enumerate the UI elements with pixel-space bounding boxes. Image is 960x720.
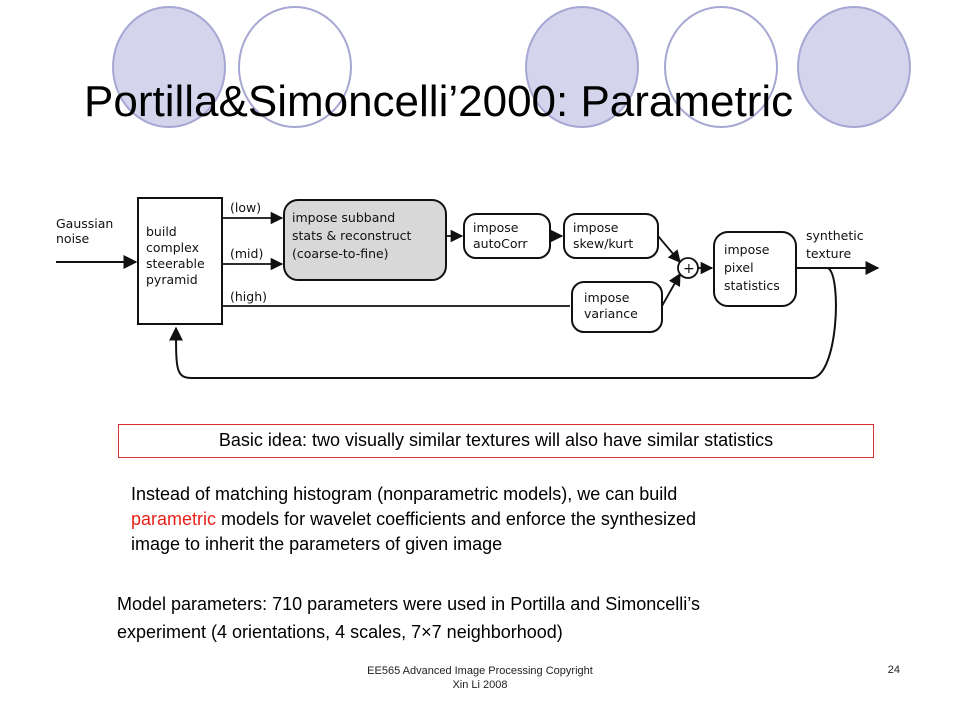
variance-block xyxy=(571,281,663,333)
subband-label: (coarse-to-fine) xyxy=(292,246,389,261)
band-label-low: (low) xyxy=(230,200,261,215)
parametric-highlight: parametric xyxy=(131,509,217,529)
paragraph-line: Instead of matching histogram (nonparame… xyxy=(131,484,678,504)
subband-label: impose subband xyxy=(292,210,395,225)
variance-label: impose xyxy=(584,290,630,305)
skew-kurt-to-sum-line xyxy=(657,235,681,263)
variance-label: variance xyxy=(584,306,638,321)
parametric-models-paragraph: Instead of matching histogram (nonparame… xyxy=(131,482,891,557)
pyramid-label: steerable xyxy=(146,256,205,271)
output-label: synthetic xyxy=(806,228,864,243)
decorative-circle-2 xyxy=(238,6,352,128)
slide-title: Portilla&Simoncelli’2000: Parametric xyxy=(84,77,794,126)
footer-line: Xin Li 2008 xyxy=(452,679,508,691)
pyramid-label: build xyxy=(146,224,177,239)
subband-stats-block xyxy=(283,199,447,281)
skew-kurt-label: skew/kurt xyxy=(573,236,633,251)
decorative-circle-3 xyxy=(525,6,639,128)
paragraph-line: Model parameters: 710 parameters were us… xyxy=(117,594,700,614)
pyramid-block xyxy=(137,197,223,325)
variance-to-sum-line xyxy=(661,272,681,307)
paragraph-line: models for wavelet coefficients and enfo… xyxy=(216,509,696,529)
footer-line: EE565 Advanced Image Processing Copyrigh… xyxy=(367,665,593,677)
pyramid-label: complex xyxy=(146,240,199,255)
band-label-mid: (mid) xyxy=(230,246,263,261)
subband-label: stats & reconstruct xyxy=(292,228,412,243)
band-label-high: (high) xyxy=(230,289,267,304)
sum-symbol: + xyxy=(683,261,695,277)
autocorr-label: impose xyxy=(473,220,519,235)
footer-copyright: EE565 Advanced Image Processing Copyrigh… xyxy=(300,664,660,692)
texture-synthesis-diagram: Gaussian noise build complex steerable p… xyxy=(56,197,880,379)
pixel-statistics-label: impose xyxy=(724,242,770,257)
autocorr-label: autoCorr xyxy=(473,236,528,251)
model-parameters-paragraph: Model parameters: 710 parameters were us… xyxy=(117,590,907,646)
feedback-loop xyxy=(169,267,837,379)
output-label: texture xyxy=(806,246,851,261)
basic-idea-box: Basic idea: two visually similar texture… xyxy=(118,424,874,458)
pixel-statistics-label: statistics xyxy=(724,278,780,293)
decorative-circle-5 xyxy=(797,6,911,128)
page-number: 24 xyxy=(887,664,900,676)
decorative-circle-1 xyxy=(112,6,226,128)
paragraph-line: image to inherit the parameters of given… xyxy=(131,534,503,554)
input-label: Gaussian xyxy=(56,216,113,231)
input-label: noise xyxy=(56,231,90,246)
paragraph-line: experiment (4 orientations, 4 scales, 7×… xyxy=(117,622,563,642)
skew-kurt-label: impose xyxy=(573,220,619,235)
pixel-statistics-label: pixel xyxy=(724,260,754,275)
decorative-circle-4 xyxy=(664,6,778,128)
pyramid-label: pyramid xyxy=(146,272,198,287)
